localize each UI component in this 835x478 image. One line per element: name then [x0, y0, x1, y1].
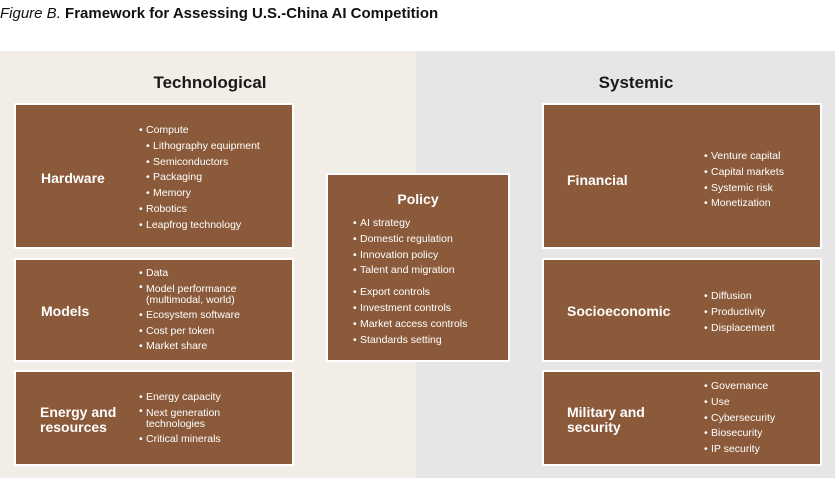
list-item: Cybersecurity	[704, 411, 775, 427]
list-item: Market share	[139, 339, 249, 355]
military-title: Military and security	[567, 404, 645, 435]
list-item: Displacement	[704, 321, 775, 337]
list-item: Standards setting	[353, 333, 467, 349]
financial-list: Venture capital Capital markets Systemic…	[704, 149, 784, 212]
list-item: Model performance (multimodal, world)	[139, 282, 249, 308]
figure-heading: Framework for Assessing U.S.-China AI Co…	[65, 5, 439, 22]
list-item: Robotics	[139, 202, 260, 218]
list-item: Data	[139, 266, 249, 282]
policy-title: Policy	[397, 191, 439, 207]
socioeconomic-list: Diffusion Productivity Displacement	[704, 289, 775, 336]
technological-heading: Technological	[153, 73, 267, 92]
list-item: Export controls	[353, 285, 467, 301]
models-box: Models Data Model performance (multimoda…	[14, 258, 294, 362]
hardware-title: Hardware	[41, 170, 105, 186]
list-item: Ecosystem software	[139, 308, 249, 324]
figure-label: Figure B.	[0, 5, 61, 22]
models-list: Data Model performance (multimodal, worl…	[139, 266, 249, 355]
list-item: Use	[704, 395, 775, 411]
list-item: Semiconductors	[146, 155, 260, 171]
list-item: Monetization	[704, 196, 784, 212]
list-item: Productivity	[704, 305, 775, 321]
military-list: Governance Use Cybersecurity Biosecurity…	[704, 379, 775, 458]
list-item: Innovation policy	[353, 248, 467, 264]
hardware-list: Compute Lithography equipment Semiconduc…	[139, 123, 260, 234]
energy-title: Energy and resources	[40, 404, 117, 435]
list-item: Governance	[704, 379, 775, 395]
list-item: Cost per token	[139, 324, 249, 340]
list-item: Leapfrog technology	[139, 218, 260, 234]
hardware-box: Hardware Compute Lithography equipment S…	[14, 103, 294, 249]
systemic-heading: Systemic	[598, 73, 674, 92]
energy-box: Energy and resources Energy capacity Nex…	[14, 370, 294, 466]
financial-title: Financial	[567, 172, 628, 188]
list-item: Domestic regulation	[353, 232, 467, 248]
policy-list: AI strategy Domestic regulation Innovati…	[353, 216, 467, 348]
list-item: Energy capacity	[139, 390, 239, 406]
list-item: Venture capital	[704, 149, 784, 165]
list-item: AI strategy	[353, 216, 467, 232]
list-item: IP security	[704, 442, 775, 458]
list-item: Systemic risk	[704, 181, 784, 197]
energy-list: Energy capacity Next generation technolo…	[139, 390, 239, 448]
socioeconomic-box: Socioeconomic Diffusion Productivity Dis…	[542, 258, 822, 362]
list-item: Memory	[146, 186, 260, 202]
list-item: Lithography equipment	[146, 139, 260, 155]
list-item: Packaging	[146, 170, 260, 186]
list-item: Compute	[139, 123, 260, 139]
list-item: Market access controls	[353, 317, 467, 333]
list-item: Capital markets	[704, 165, 784, 181]
list-item: Critical minerals	[139, 432, 239, 448]
list-item: Biosecurity	[704, 426, 775, 442]
military-box: Military and security Governance Use Cyb…	[542, 370, 822, 466]
figure-title: Figure B. Framework for Assessing U.S.-C…	[0, 5, 438, 22]
list-item: Next generation technologies	[139, 406, 239, 432]
list-item: Diffusion	[704, 289, 775, 305]
list-item: Investment controls	[353, 301, 467, 317]
socioeconomic-title: Socioeconomic	[567, 303, 671, 319]
financial-box: Financial Venture capital Capital market…	[542, 103, 822, 249]
policy-box: Policy AI strategy Domestic regulation I…	[326, 173, 510, 362]
list-item: Talent and migration	[353, 263, 467, 279]
models-title: Models	[41, 303, 90, 319]
